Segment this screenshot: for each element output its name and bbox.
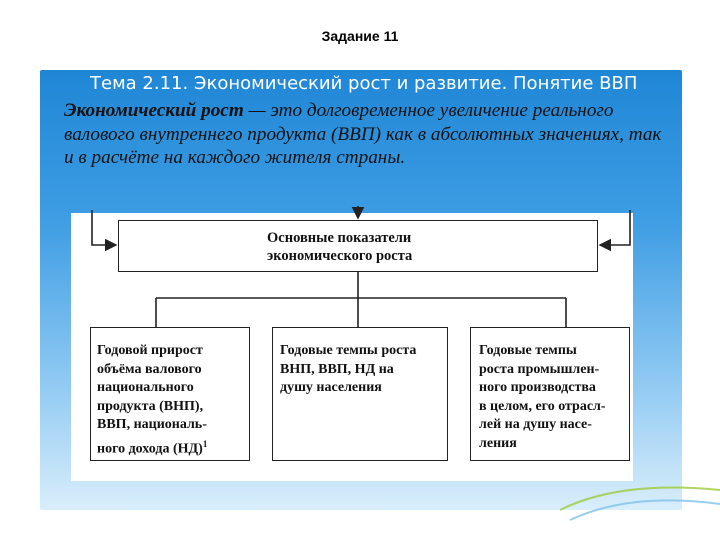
box-line: ного дохода (НД)1 — [97, 435, 245, 459]
box-line: продукта (ВНП), — [97, 398, 204, 414]
topic-heading: Тема 2.11. Экономический рост и развитие… — [90, 73, 638, 94]
task-title: Задание 11 — [321, 28, 399, 44]
box-line: роста промышлен- — [479, 361, 600, 377]
box-line: Годовой прирост — [97, 343, 203, 358]
definition-body: — это долговременное увеличение реальног… — [64, 100, 662, 168]
indicator-box-industry: Годовые темпы роста промышлен- ного прои… — [470, 327, 630, 461]
box-line: Годовые темпы роста — [280, 343, 417, 358]
indicator-box-growth: Годовой прирост объёма валового национал… — [90, 327, 250, 461]
box-line: ного производства — [479, 380, 596, 396]
footnote-mark: 1 — [202, 438, 208, 449]
box-line: ления — [479, 435, 517, 451]
main-indicators-box: Основные показатели экономического роста — [118, 220, 598, 272]
box-line: душу населения — [280, 380, 382, 396]
main-box-line: экономического роста — [267, 248, 413, 264]
box-line-text: ного дохода (НД) — [97, 441, 203, 457]
box-line: в целом, его отрасл- — [479, 398, 606, 414]
main-box-line: Основные показатели — [267, 230, 412, 246]
box-line: Годовые темпы — [479, 343, 577, 358]
box-line: объёма валового — [97, 361, 202, 377]
box-line: национального — [97, 380, 194, 396]
decorative-wave — [560, 486, 720, 521]
box-line: ВВП, националь- — [97, 417, 207, 433]
indicator-box-per-capita: Годовые темпы роста ВНП, ВВП, НД на душу… — [272, 327, 448, 461]
box-line: ВНП, ВВП, НД на — [280, 361, 394, 377]
definition-term: Экономический рост — [64, 100, 244, 121]
box-line: лей на душу насе- — [479, 417, 592, 433]
definition-text: Экономический рост — это долговременное … — [64, 99, 664, 170]
